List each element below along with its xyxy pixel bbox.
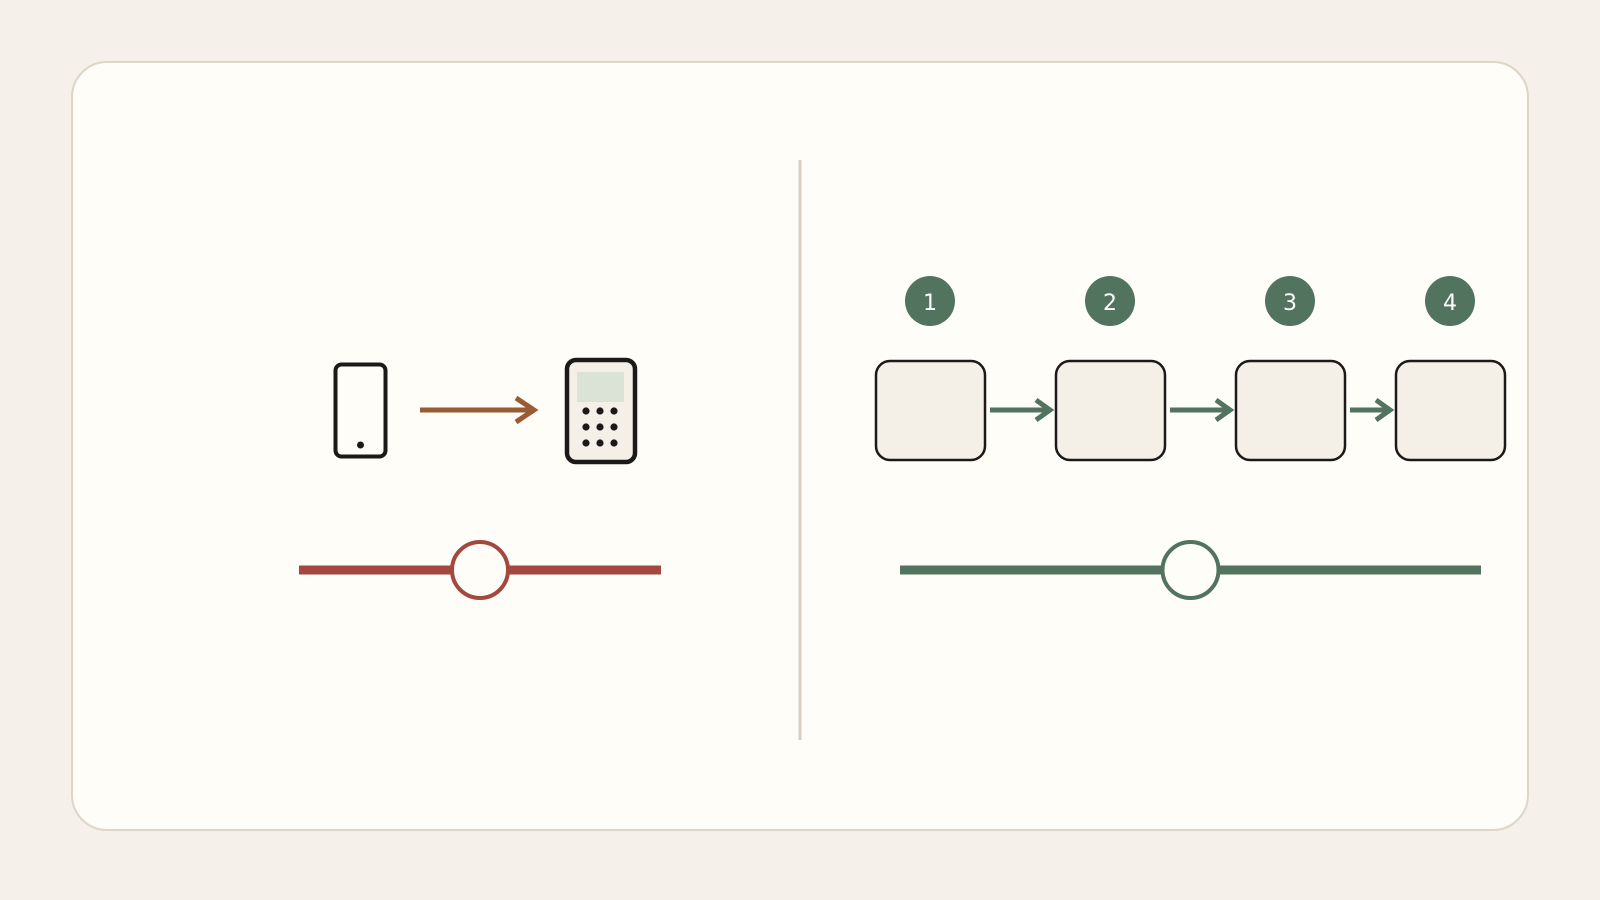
right-slider-thumb[interactable] xyxy=(1160,540,1221,600)
step-number: 3 xyxy=(1283,291,1297,316)
keypad-device-icon xyxy=(564,357,638,465)
step-box xyxy=(1394,359,1507,462)
step-box xyxy=(874,359,987,462)
step-arrow xyxy=(1170,397,1235,423)
step-arrow xyxy=(990,397,1055,423)
step-number: 2 xyxy=(1103,291,1117,316)
smartphone-icon xyxy=(333,362,388,459)
left-slider-thumb[interactable] xyxy=(450,540,510,600)
step-number: 4 xyxy=(1443,291,1457,316)
step-arrow xyxy=(1350,397,1395,423)
step-badge: 1 xyxy=(905,276,955,326)
step-number: 1 xyxy=(923,291,937,316)
right-panel: 1 2 3 4 xyxy=(874,276,1507,600)
step-box xyxy=(1054,359,1167,462)
left-slider[interactable] xyxy=(299,540,661,600)
step-badge: 4 xyxy=(1425,276,1475,326)
right-slider[interactable] xyxy=(900,540,1481,600)
step-badge: 2 xyxy=(1085,276,1135,326)
step-box xyxy=(1234,359,1347,462)
left-panel xyxy=(299,357,661,600)
transfer-arrow xyxy=(420,395,539,425)
step-badge: 3 xyxy=(1265,276,1315,326)
